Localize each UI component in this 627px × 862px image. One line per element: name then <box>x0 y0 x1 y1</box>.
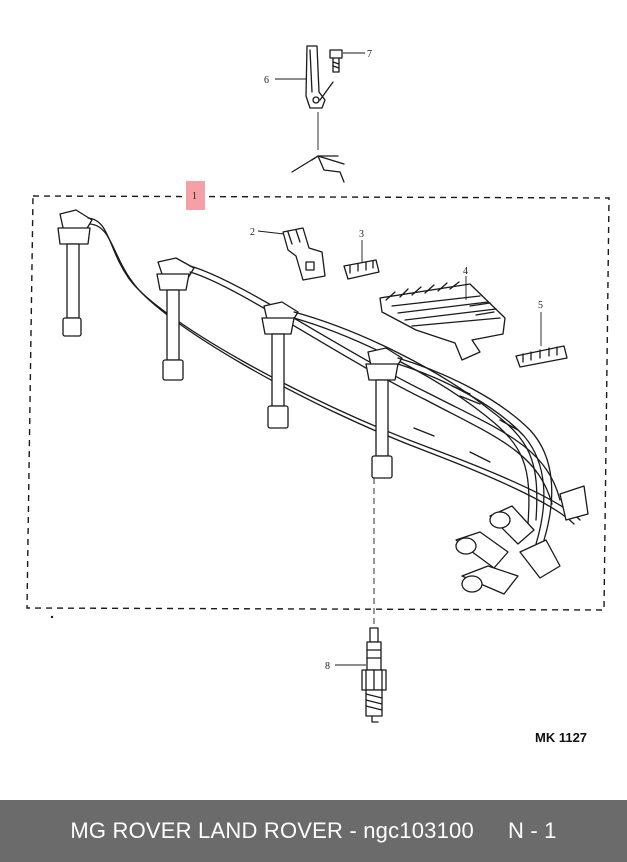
bolt <box>329 49 343 73</box>
reference-code: MK 1127 <box>535 730 587 745</box>
callout-4[interactable]: 4 <box>463 266 468 277</box>
plug-boots <box>455 485 589 595</box>
lead-sleeves <box>413 385 519 463</box>
plug-lead-2 <box>261 301 538 525</box>
callout-5[interactable]: 5 <box>538 300 543 311</box>
callout-1-highlight[interactable] <box>186 181 205 210</box>
callout-2[interactable]: 2 <box>250 227 255 238</box>
callout-6[interactable]: 6 <box>264 75 269 86</box>
plug-lead-1 <box>156 257 561 505</box>
footer-bar: MG ROVER LAND ROVER - ngc103100 N - 1 <box>0 800 627 862</box>
coil-lead <box>57 209 581 525</box>
mounting-bracket <box>291 45 345 183</box>
callout-8[interactable]: 8 <box>325 661 330 672</box>
clip-2 <box>282 227 326 281</box>
separator-4 <box>379 281 506 361</box>
callout-7[interactable]: 7 <box>367 49 372 60</box>
callout-1[interactable]: 1 <box>192 191 197 202</box>
plug-lead-3 <box>365 347 553 545</box>
parts-diagram: 1 6 7 2 3 4 <box>26 45 610 745</box>
spark-plug <box>361 627 387 723</box>
comb-5 <box>515 345 568 368</box>
footer-page: N - 1 <box>507 818 557 843</box>
callout-3[interactable]: 3 <box>359 229 364 240</box>
footer-title: MG ROVER LAND ROVER - ngc103100 <box>70 818 474 843</box>
comb-3 <box>343 259 380 280</box>
